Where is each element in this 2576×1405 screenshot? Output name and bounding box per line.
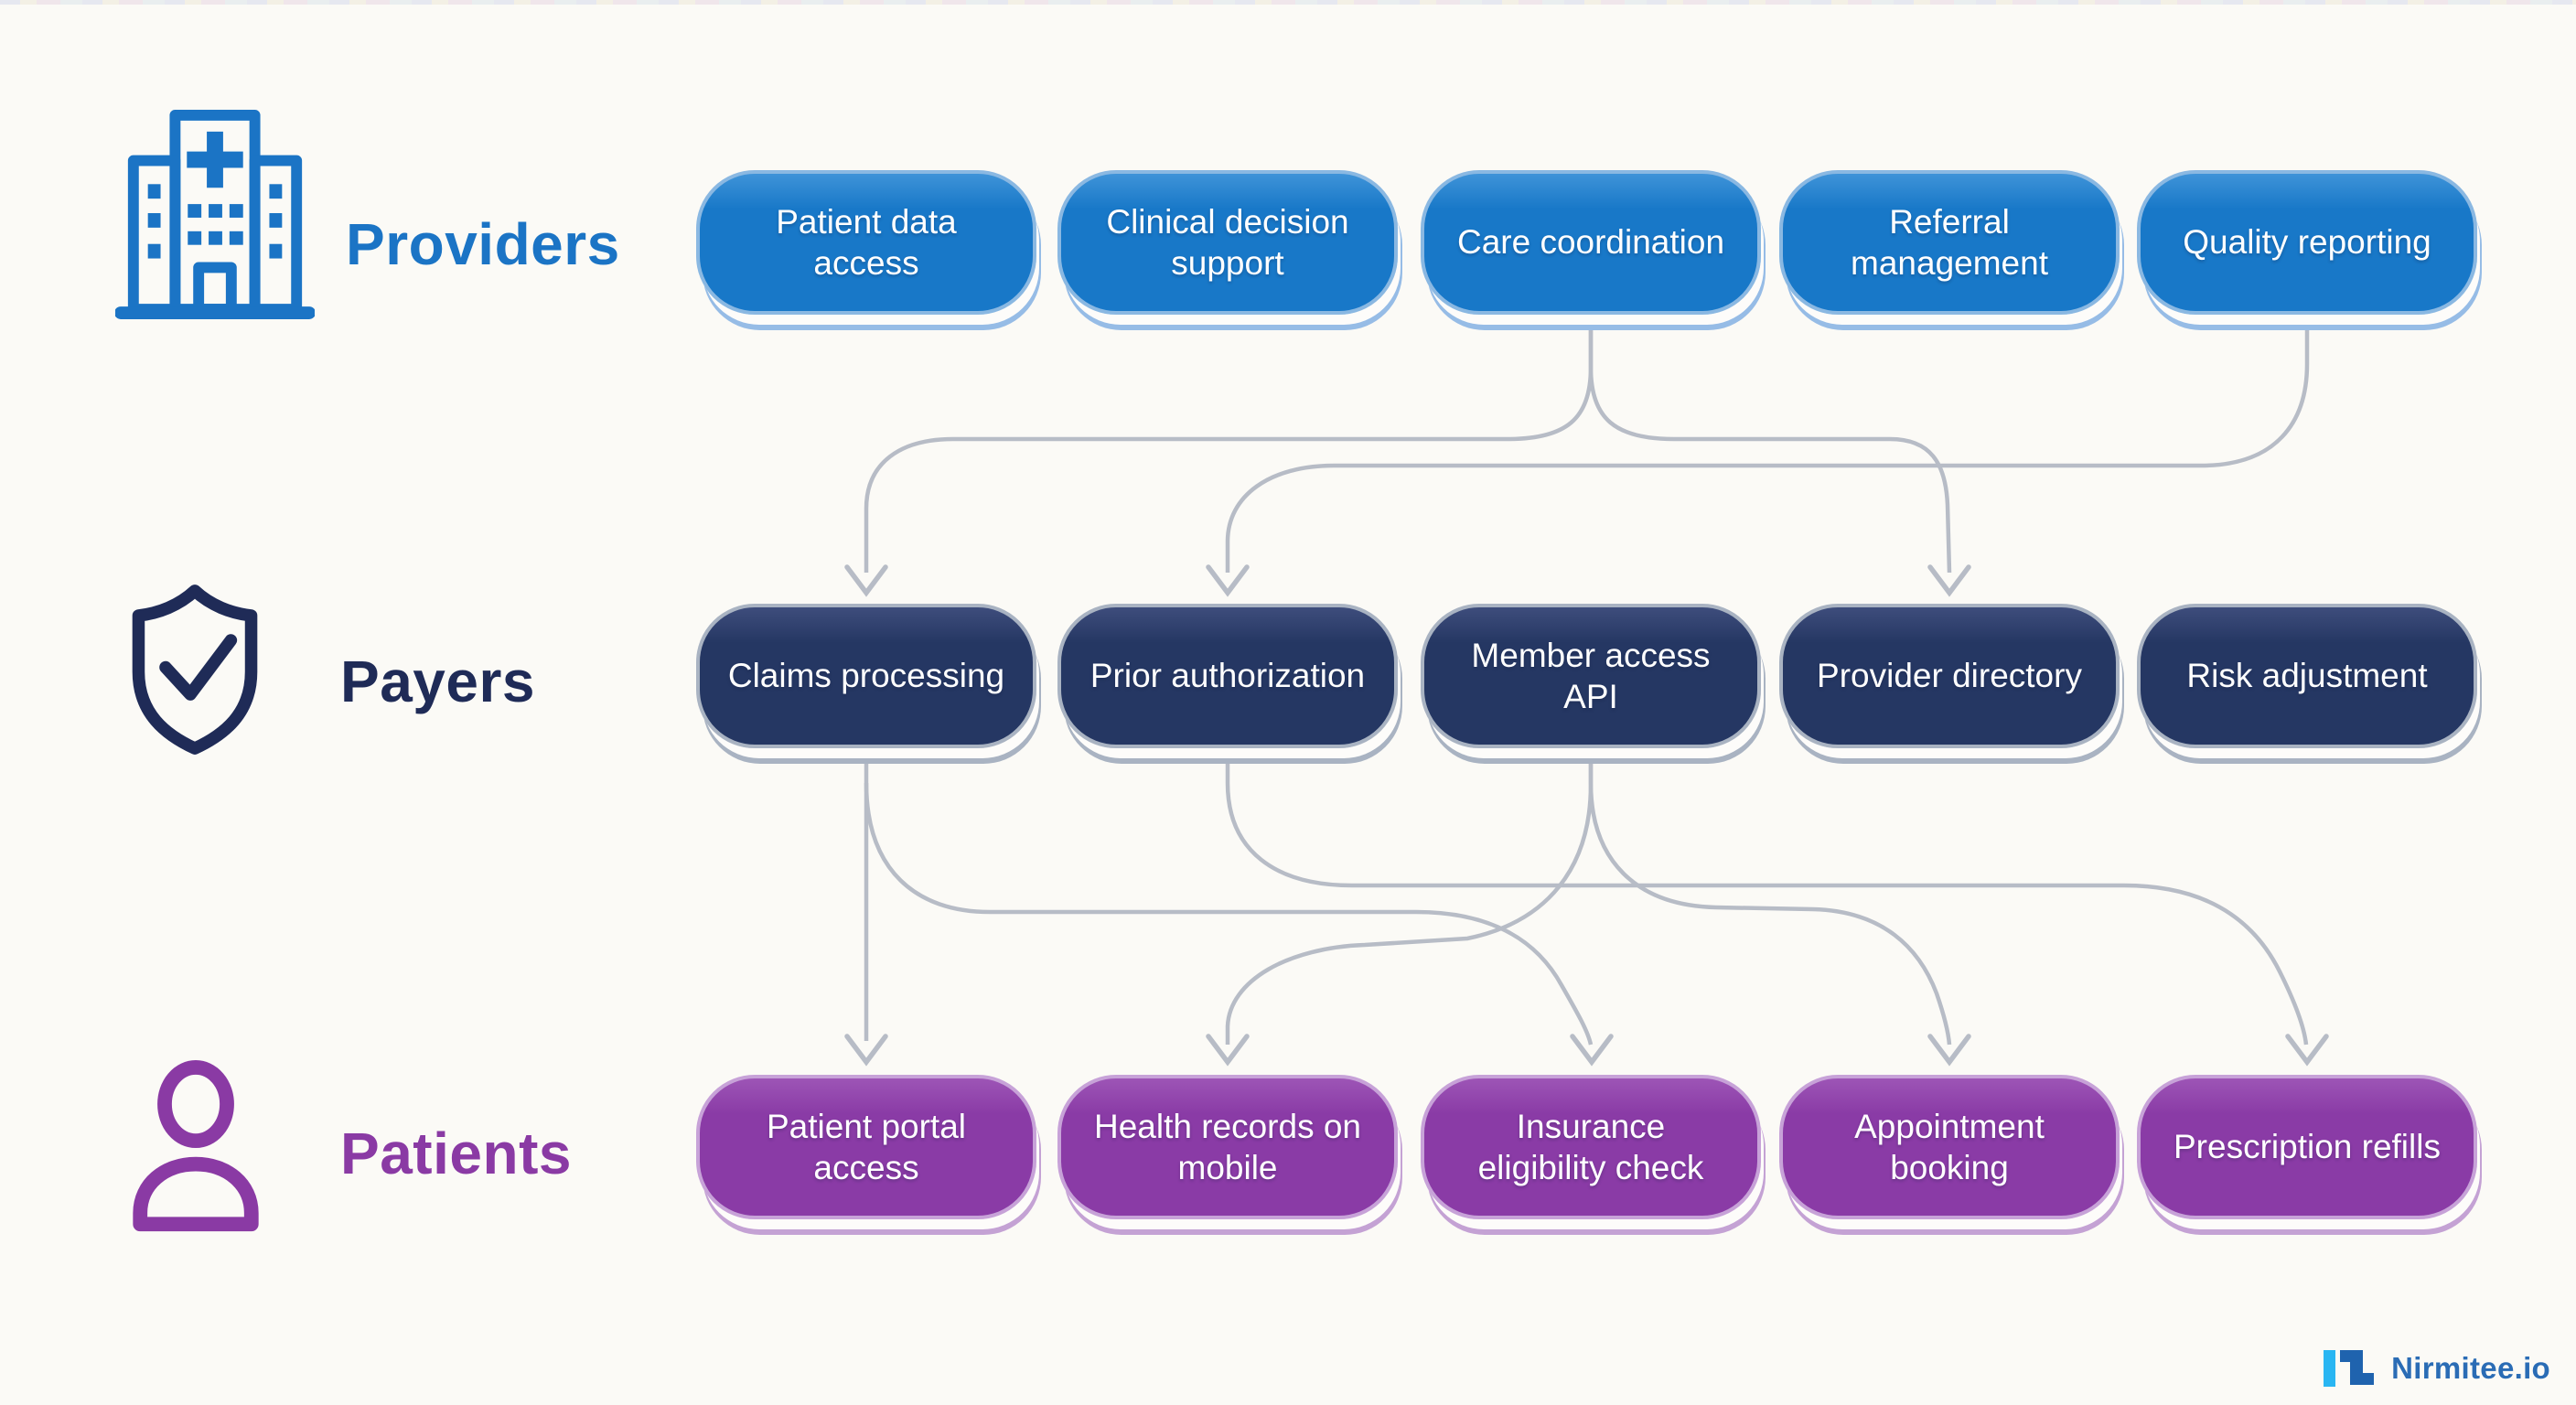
pill-label: Care coordination (1456, 223, 1725, 262)
row-label-payers: Payers (340, 649, 535, 714)
arrowhead-icon (1927, 1034, 1971, 1067)
connector-care-coordination-to-provider-directory (1588, 316, 1952, 574)
pill-label: Claims processing (727, 657, 1005, 695)
arrowhead-icon (844, 1034, 888, 1067)
brand-mark-icon (2324, 1350, 2375, 1387)
arrowhead-icon (1206, 564, 1250, 597)
arrowhead-icon (1927, 564, 1971, 597)
top-edge-artifact (0, 0, 2576, 5)
pill-label: Member access API (1471, 636, 1711, 715)
pill-referral-management: Referral management (1779, 170, 2120, 315)
pill-patient-data-access: Patient data access (696, 170, 1036, 315)
connector-quality-reporting-to-prior-authorization (1225, 316, 2310, 573)
connector-claims-processing-to-insurance-eligibility-check (864, 782, 1594, 1046)
pill-label: Referral management (1851, 202, 2048, 282)
person-icon (126, 1057, 265, 1233)
pill-health-records-on-mobile: Health records on mobile (1057, 1075, 1398, 1219)
pill-provider-directory: Provider directory (1779, 604, 2120, 748)
pill-label: Prescription refills (2174, 1128, 2441, 1166)
pill-label: Patient portal access (766, 1107, 967, 1186)
hospital-icon (114, 102, 316, 326)
pill-label: Health records on mobile (1093, 1107, 1362, 1186)
arrowhead-icon (1206, 1034, 1250, 1067)
pill-label: Quality reporting (2183, 223, 2431, 262)
arrowhead-icon (2285, 1034, 2329, 1067)
arrowhead-icon (844, 564, 888, 597)
pill-claims-processing: Claims processing (696, 604, 1036, 748)
pill-prior-authorization: Prior authorization (1057, 604, 1398, 748)
pill-member-access-api: Member access API (1421, 604, 1761, 748)
connector-prior-authorization-to-prescription-refills (1225, 748, 2309, 1046)
pill-label: Prior authorization (1089, 657, 1366, 695)
arrowhead-icon (1570, 1034, 1614, 1067)
connector-member-access-api-to-appointment-booking (1588, 748, 1952, 1046)
pill-clinical-decision-support: Clinical decision support (1057, 170, 1398, 315)
pill-prescription-refills: Prescription refills (2137, 1075, 2477, 1219)
row-label-patients: Patients (340, 1121, 572, 1186)
connector-care-coordination-to-claims-processing (864, 316, 1594, 573)
brand-name: Nirmitee.io (2391, 1351, 2550, 1385)
brand-mark-blue-glyph (2340, 1350, 2375, 1385)
pill-appointment-booking: Appointment booking (1779, 1075, 2120, 1219)
pill-patient-portal-access: Patient portal access (696, 1075, 1036, 1219)
pill-label: Insurance eligibility check (1477, 1107, 1704, 1186)
pill-label: Appointment booking (1854, 1107, 2045, 1186)
brand-logo: Nirmitee.io (2320, 1345, 2550, 1392)
pill-label: Clinical decision support (1106, 202, 1349, 282)
pill-label: Provider directory (1817, 657, 2082, 695)
pill-label: Patient data access (776, 202, 957, 282)
brand-mark-cyan-bar (2324, 1350, 2336, 1387)
pill-insurance-eligibility-check: Insurance eligibility check (1421, 1075, 1761, 1219)
pill-risk-adjustment: Risk adjustment (2137, 604, 2477, 748)
pill-quality-reporting: Quality reporting (2137, 170, 2477, 315)
pill-care-coordination: Care coordination (1421, 170, 1761, 315)
connector-member-access-api-to-health-records-on-mobile (1225, 748, 1594, 1045)
row-label-providers: Providers (346, 211, 620, 277)
shield-check-icon (124, 582, 265, 757)
pill-label: Risk adjustment (2186, 657, 2428, 695)
